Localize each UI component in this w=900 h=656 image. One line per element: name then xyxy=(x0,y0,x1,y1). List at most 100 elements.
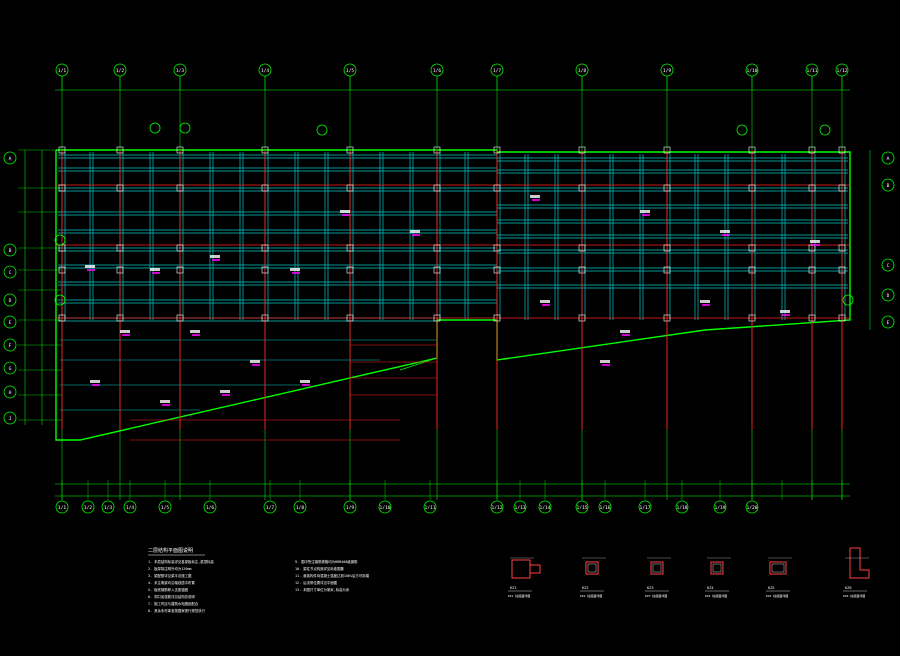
axis-bubble: E xyxy=(881,315,895,329)
section-shape xyxy=(511,559,531,579)
label-mark xyxy=(190,330,200,333)
axis-bubble-circle xyxy=(3,338,17,352)
column-box xyxy=(346,266,354,274)
axis-bubble-label: 1/5 xyxy=(161,505,170,511)
note-line: 9. 图中所注钢筋规格均为HRB400级钢筋 xyxy=(295,559,358,564)
axis-bubble: 1/7 xyxy=(490,63,504,77)
axis-bubble-circle xyxy=(881,151,895,165)
column-box xyxy=(261,146,269,154)
axis-bubble-circle xyxy=(3,151,17,165)
label-mark xyxy=(122,334,130,336)
section-label: KZ6 xyxy=(845,586,852,590)
axis-bubble-label: 1/19 xyxy=(714,505,725,511)
column-box xyxy=(58,266,66,274)
label-mark xyxy=(192,334,200,336)
axis-bubble: 1/15 xyxy=(575,500,589,514)
axis-bubble: 1/12 xyxy=(490,500,504,514)
column-box xyxy=(346,314,354,322)
label-mark xyxy=(530,195,540,198)
note-line: 5. 板底钢筋伸入支座锚固 xyxy=(148,587,189,592)
axis-bubble: 1/2 xyxy=(81,500,95,514)
label-mark xyxy=(540,300,550,303)
column-box xyxy=(808,266,816,274)
axis-bubble-circle xyxy=(881,315,895,329)
column-box xyxy=(433,314,441,322)
label-mark xyxy=(720,230,730,233)
note-line: 3. 梁配筋详见梁平法施工图 xyxy=(148,573,192,578)
axis-bubble-label: 1/11 xyxy=(806,68,817,74)
axis-bubble: 1/10 xyxy=(378,500,392,514)
axis-bubble-label: 1/15 xyxy=(576,505,587,511)
column-box xyxy=(748,244,756,252)
axis-bubble: 1/19 xyxy=(713,500,727,514)
column-box xyxy=(808,314,816,322)
axis-bubble-circle xyxy=(513,500,527,514)
detail-marker xyxy=(54,294,66,306)
column-box xyxy=(493,184,501,192)
label-mark xyxy=(212,259,220,261)
note-line: 6. 洞口加强筋详见结构总说明 xyxy=(148,594,195,599)
section-label: KZ1 xyxy=(510,586,517,590)
column-box xyxy=(663,266,671,274)
axis-bubble-label: 1/11 xyxy=(424,505,435,511)
label-mark xyxy=(90,380,100,383)
axis-bubble-circle xyxy=(3,265,17,279)
axis-bubble-label: E xyxy=(887,320,890,326)
column-box xyxy=(578,146,586,154)
axis-bubble-label: 1/9 xyxy=(346,505,355,511)
axis-bubble-label: 1/4 xyxy=(261,68,270,74)
column-box xyxy=(261,314,269,322)
axis-bubble: 1/2 xyxy=(113,63,127,77)
axis-bubble-label: A xyxy=(887,156,890,162)
axis-bubble-label: 1/7 xyxy=(266,505,275,511)
label-mark xyxy=(702,304,710,306)
axis-bubble-label: 1/1 xyxy=(58,68,67,74)
column-box xyxy=(838,146,846,154)
axis-bubble-circle xyxy=(745,500,759,514)
note-line: 8. 其余未尽事宜按国家现行规范执行 xyxy=(148,608,206,613)
column-box xyxy=(261,184,269,192)
label-mark xyxy=(292,272,300,274)
axis-bubble-circle xyxy=(293,500,307,514)
label-mark xyxy=(542,304,550,306)
section-shape xyxy=(849,547,870,579)
axis-bubble: 1/5 xyxy=(158,500,172,514)
slope-edge xyxy=(399,357,438,371)
axis-bubble-circle xyxy=(3,315,17,329)
label-mark xyxy=(340,210,350,213)
label-mark xyxy=(300,380,310,383)
axis-bubble-label: 1/8 xyxy=(296,505,305,511)
axis-bubble: G xyxy=(3,361,17,375)
column-box xyxy=(261,244,269,252)
label-mark xyxy=(342,214,350,216)
column-box xyxy=(493,266,501,274)
axis-bubble: A xyxy=(3,151,17,165)
section-caption: KZ4 柱截面详图 xyxy=(705,593,727,598)
label-mark xyxy=(642,214,650,216)
label-mark xyxy=(152,272,160,274)
label-mark xyxy=(87,269,95,271)
column-box xyxy=(433,146,441,154)
column-box xyxy=(578,244,586,252)
section-label: KZ4 xyxy=(707,586,714,590)
axis-bubble: 1/13 xyxy=(513,500,527,514)
column-box xyxy=(808,184,816,192)
column-box xyxy=(578,184,586,192)
label-mark xyxy=(250,360,260,363)
column-box xyxy=(838,314,846,322)
axis-bubble: D xyxy=(3,293,17,307)
section-rebar xyxy=(771,563,785,573)
axis-bubble-circle xyxy=(3,361,17,375)
column-box xyxy=(176,314,184,322)
axis-bubble-circle xyxy=(881,288,895,302)
note-line: 10. 梁柱节点构造详见标准图集 xyxy=(295,566,344,571)
notes-title: 二层结构平面图说明 xyxy=(148,547,193,554)
column-box xyxy=(493,314,501,322)
axis-bubble-label: 1/5 xyxy=(346,68,355,74)
